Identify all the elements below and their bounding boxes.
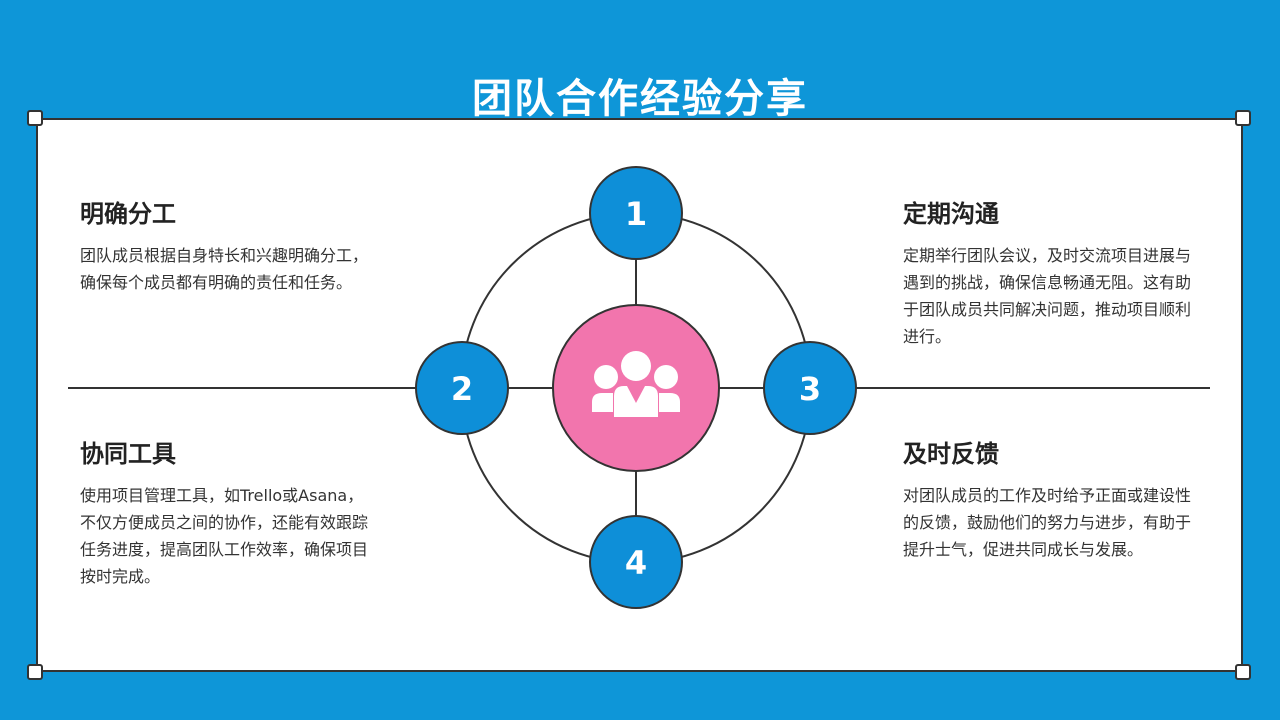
section-text: 使用项目管理工具，如Trello或Asana，不仅方便成员之间的协作，还能有效跟… — [80, 486, 369, 586]
step-number-2: 2 — [451, 370, 473, 408]
section-heading: 协同工具 — [80, 440, 176, 468]
section-collaboration-tools: 协同工具 使用项目管理工具，如Trello或Asana，不仅方便成员之间的协作，… — [80, 438, 370, 590]
resize-handle-bottom-right[interactable] — [1235, 664, 1251, 680]
section-regular-communication: 定期沟通 定期举行团队会议，及时交流项目进展与遇到的挑战，确保信息畅通无阻。这有… — [903, 198, 1193, 350]
step-number-4: 4 — [625, 544, 647, 582]
section-text: 团队成员根据自身特长和兴趣明确分工，确保每个成员都有明确的责任和任务。 — [80, 246, 369, 292]
section-heading: 定期沟通 — [903, 200, 999, 228]
resize-handle-bottom-left[interactable] — [27, 664, 43, 680]
step-node-1: 1 — [589, 166, 683, 260]
section-heading: 明确分工 — [80, 200, 176, 228]
resize-handle-top-left[interactable] — [27, 110, 43, 126]
page-title: 团队合作经验分享 — [472, 75, 808, 122]
step-node-4: 4 — [589, 515, 683, 609]
step-number-1: 1 — [625, 195, 647, 233]
team-icon — [592, 351, 680, 417]
step-number-3: 3 — [799, 370, 821, 408]
step-node-3: 3 — [763, 341, 857, 435]
section-heading: 及时反馈 — [903, 440, 999, 468]
section-clear-roles: 明确分工 团队成员根据自身特长和兴趣明确分工，确保每个成员都有明确的责任和任务。 — [80, 198, 370, 296]
resize-handle-top-right[interactable] — [1235, 110, 1251, 126]
step-node-2: 2 — [415, 341, 509, 435]
section-text: 定期举行团队会议，及时交流项目进展与遇到的挑战，确保信息畅通无阻。这有助于团队成… — [903, 246, 1192, 346]
center-team-node — [552, 304, 720, 472]
section-text: 对团队成员的工作及时给予正面或建设性的反馈，鼓励他们的努力与进步，有助于提升士气… — [903, 486, 1192, 559]
section-timely-feedback: 及时反馈 对团队成员的工作及时给予正面或建设性的反馈，鼓励他们的努力与进步，有助… — [903, 438, 1193, 563]
